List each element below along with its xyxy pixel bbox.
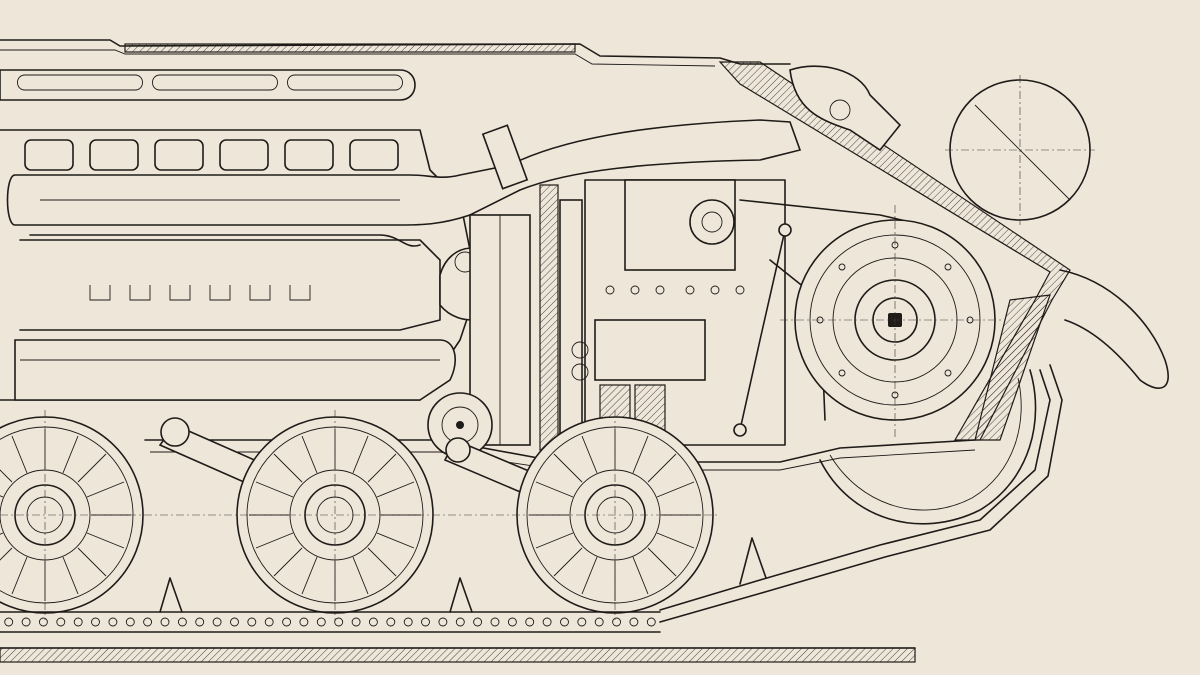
track-link-pin <box>91 617 100 627</box>
gearbox-bolts <box>571 285 745 381</box>
track-link-pin <box>282 617 292 627</box>
track-link-pin <box>247 617 257 627</box>
track-links <box>4 617 656 627</box>
final-drive-bolt-ring <box>816 241 974 399</box>
engine <box>0 69 802 401</box>
track-link-pin <box>212 617 222 627</box>
hull-top-deck-inner <box>0 49 716 67</box>
track-link-pin <box>525 617 535 627</box>
track-link-pin <box>421 617 430 627</box>
track-link-pin <box>38 617 48 627</box>
track-link-pin <box>4 617 14 627</box>
hull-deck-plate-hatched <box>124 43 576 53</box>
track-link-pin <box>577 617 587 627</box>
shift-drum <box>689 199 735 245</box>
track-link-pin <box>455 617 465 627</box>
track-link-pin <box>56 617 66 627</box>
track-link-pin <box>160 617 170 627</box>
track-link-pin <box>334 617 344 627</box>
track-link-pin <box>299 617 309 627</box>
drive-sprocket <box>819 369 1037 525</box>
crankcase-ribs <box>89 285 311 301</box>
track-link-pin <box>490 617 500 627</box>
fuel-line <box>29 234 421 247</box>
engine-oil-pan <box>14 339 456 401</box>
track-link-pin <box>612 617 622 627</box>
ground-hatch <box>0 647 916 663</box>
gearbox <box>571 179 911 446</box>
manifold-flange <box>481 124 529 190</box>
track-link-pin <box>368 617 378 627</box>
track-link-pin <box>73 617 83 627</box>
track-link-pin <box>351 617 361 627</box>
track-link-pin <box>438 617 448 627</box>
main-clutch <box>427 184 583 458</box>
track <box>0 364 1063 663</box>
track-link-pin <box>594 617 604 627</box>
track-guide-horns <box>159 537 767 613</box>
track-link-pin <box>125 617 135 627</box>
track-link-pin <box>542 617 552 627</box>
track-link-pin <box>195 617 205 627</box>
track-link-pin <box>316 617 326 627</box>
track-link-pin <box>386 617 396 627</box>
track-link-pin <box>230 617 239 627</box>
rear-top-equipment <box>789 65 1095 225</box>
final-drive <box>780 205 1005 440</box>
track-link-pin <box>177 617 187 627</box>
track-link-pin <box>629 617 639 627</box>
track-link-pin <box>403 617 413 627</box>
track-link-pin <box>560 617 569 627</box>
construction-lines <box>0 410 720 620</box>
air-cleaner-can <box>789 65 902 152</box>
track-upper-run <box>659 369 1051 611</box>
track-link-pin <box>21 617 31 627</box>
road-wheel-2 <box>236 416 434 614</box>
cylinder-heads <box>24 139 399 171</box>
rear-fender <box>1059 269 1169 389</box>
engine-valve-cover <box>0 69 416 101</box>
track-link-pin <box>473 617 483 627</box>
track-link-pin <box>264 617 274 627</box>
track-link-pin <box>108 617 118 627</box>
track-link-pin <box>507 617 517 627</box>
gearbox-shaft-block <box>594 319 706 381</box>
sprocket-outline <box>819 369 1037 525</box>
clutch-disc-pack <box>539 184 559 451</box>
track-link-pin <box>646 617 656 627</box>
rear-lower-plate <box>974 294 1051 441</box>
track-link-pin <box>143 617 153 627</box>
